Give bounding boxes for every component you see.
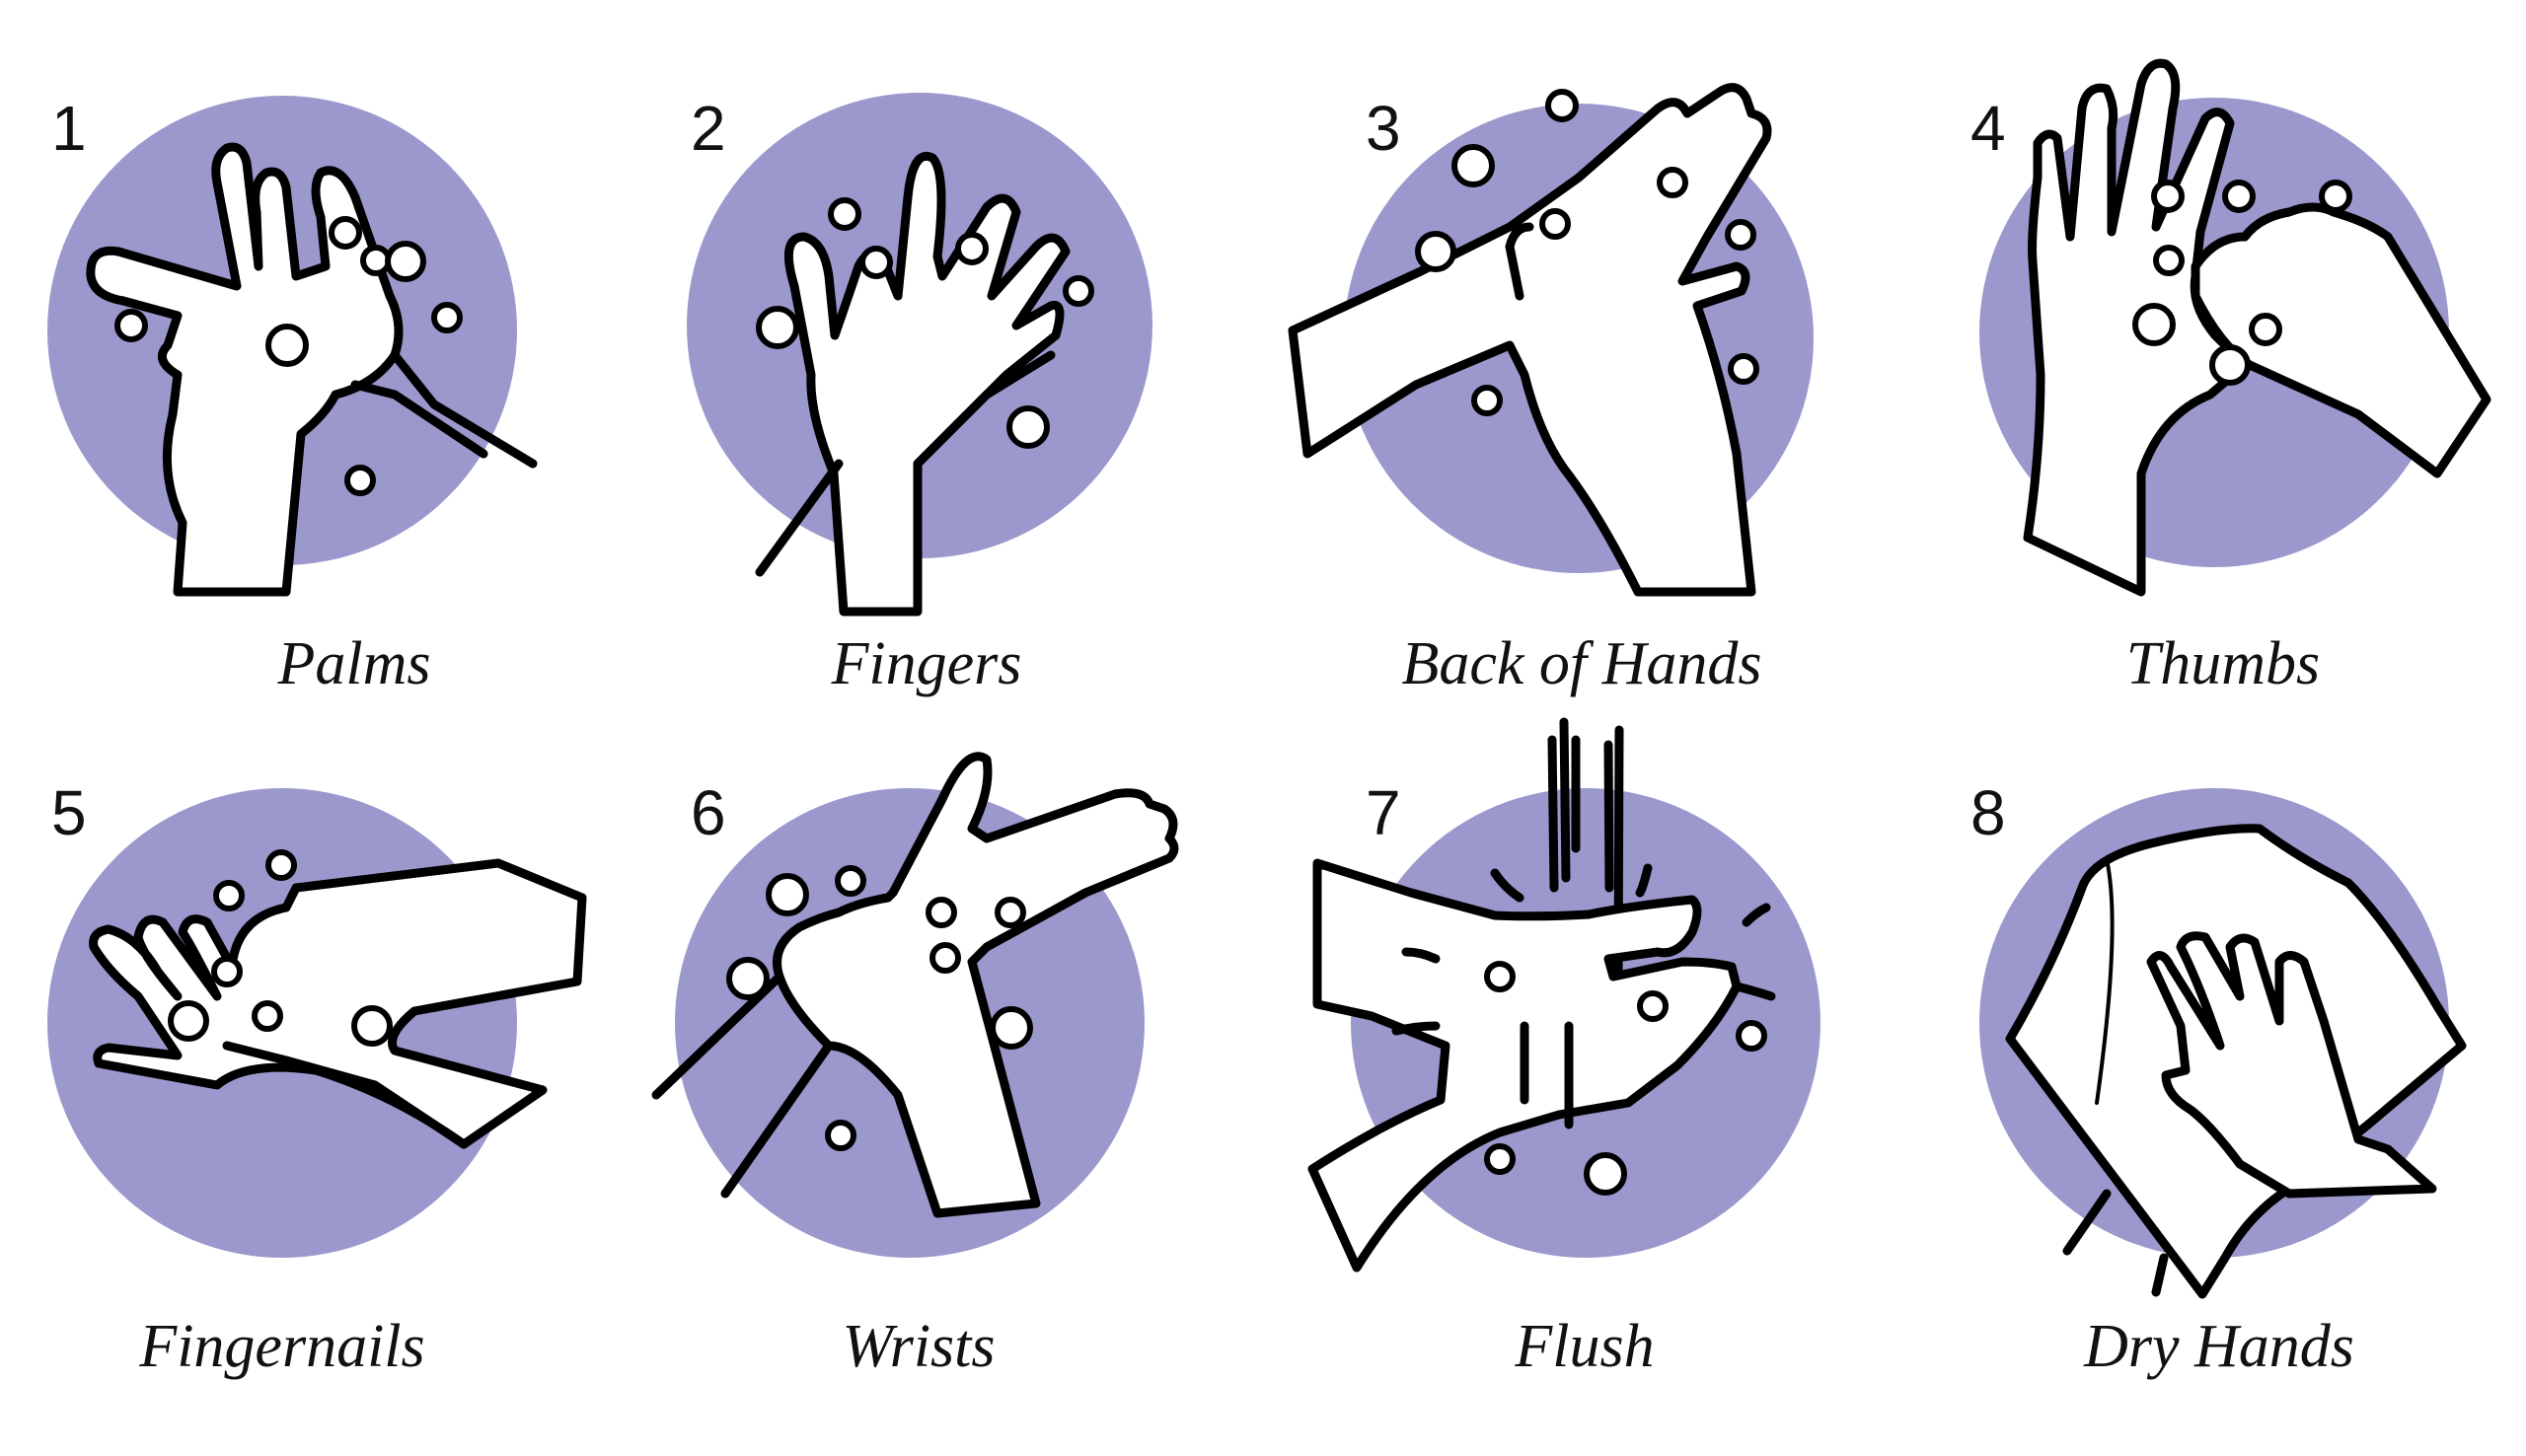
- step-label: Back of Hands: [1401, 630, 1762, 697]
- step-number: 3: [1366, 93, 1401, 164]
- step-label: Fingers: [831, 630, 1022, 697]
- step-number: 4: [1970, 93, 2006, 164]
- step-number: 8: [1970, 777, 2006, 848]
- step-label: Palms: [277, 630, 431, 697]
- step-number: 2: [691, 93, 726, 164]
- step-label: Wrists: [842, 1313, 996, 1380]
- step-label: Dry Hands: [2084, 1313, 2354, 1380]
- step-label: Thumbs: [2125, 630, 2321, 697]
- step-label: Fingernails: [139, 1313, 425, 1380]
- step-label: Flush: [1515, 1313, 1655, 1380]
- step-number: 5: [51, 777, 87, 848]
- step-number: 6: [691, 777, 726, 848]
- step-number: 7: [1366, 777, 1401, 848]
- step-number: 1: [51, 93, 87, 164]
